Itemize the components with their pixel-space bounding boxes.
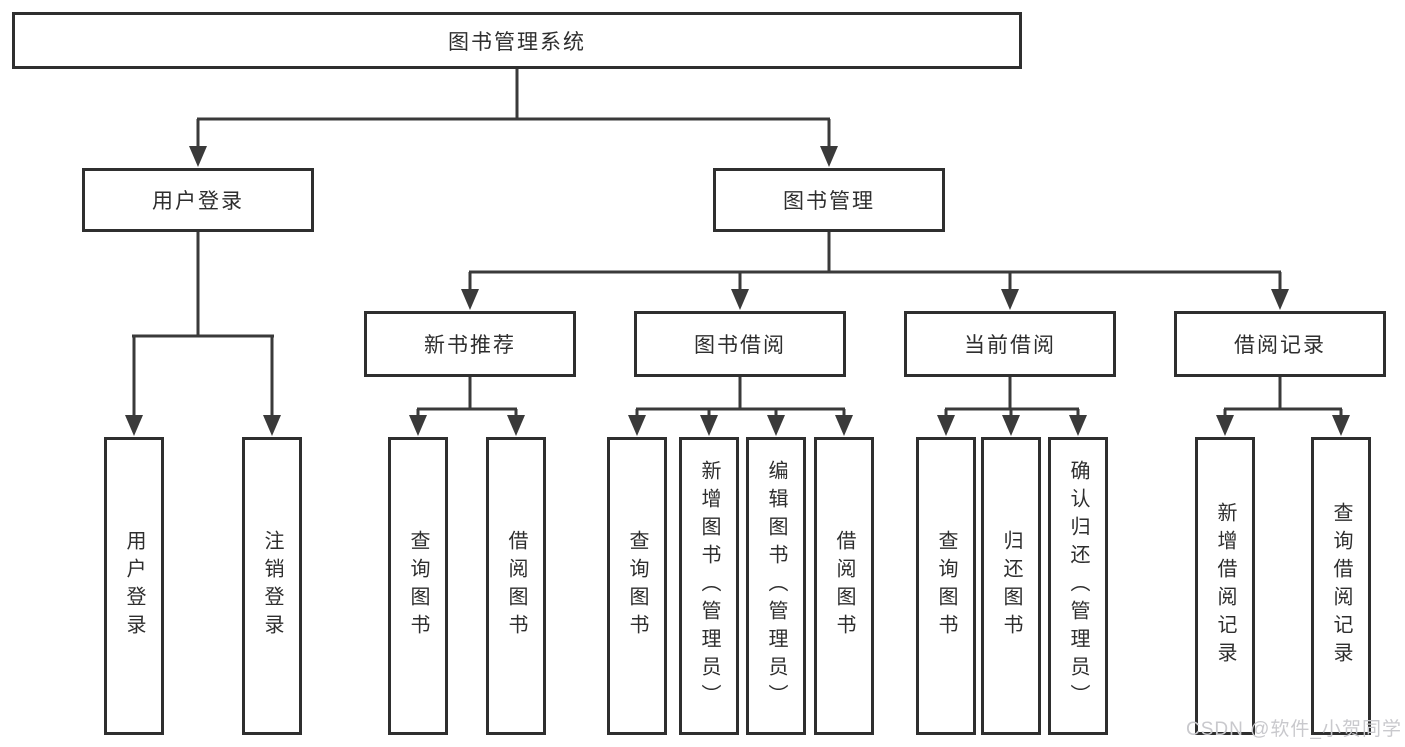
node-library-management-system: 图书管理系统 <box>12 12 1022 69</box>
node-label: 注销登录 <box>261 530 283 642</box>
node-label: 新书推荐 <box>424 334 516 357</box>
leaf-borrow-books: 借阅图书 <box>814 437 874 735</box>
node-label: 新增借阅记录 <box>1214 502 1236 670</box>
node-current-borrowing: 当前借阅 <box>904 311 1116 377</box>
node-new-book-recommend: 新书推荐 <box>364 311 576 377</box>
node-label: 用户登录 <box>152 190 244 213</box>
node-label: 查询图书 <box>935 530 957 642</box>
leaf-query-books-current: 查询图书 <box>916 437 976 735</box>
leaf-return-book: 归还图书 <box>981 437 1041 735</box>
leaf-query-borrow-record: 查询借阅记录 <box>1311 437 1371 735</box>
leaf-query-books-borrow: 查询图书 <box>607 437 667 735</box>
node-book-management: 图书管理 <box>713 168 945 232</box>
leaf-edit-book-admin: 编辑图书（管理员） <box>746 437 806 735</box>
leaf-add-book-admin: 新增图书（管理员） <box>679 437 739 735</box>
node-borrowing-records: 借阅记录 <box>1174 311 1386 377</box>
node-user-login: 用户登录 <box>82 168 314 232</box>
node-label: 新增图书（管理员） <box>698 460 720 712</box>
leaf-confirm-return-admin: 确认归还（管理员） <box>1048 437 1108 735</box>
node-label: 图书管理系统 <box>448 30 586 54</box>
leaf-borrow-books-recommend: 借阅图书 <box>486 437 546 735</box>
node-label: 图书管理 <box>783 190 875 213</box>
node-book-borrowing: 图书借阅 <box>634 311 846 377</box>
node-label: 编辑图书（管理员） <box>765 460 787 712</box>
node-label: 当前借阅 <box>964 334 1056 357</box>
node-label: 查询图书 <box>626 530 648 642</box>
node-label: 用户登录 <box>123 530 145 642</box>
leaf-user-login: 用户登录 <box>104 437 164 735</box>
node-label: 查询图书 <box>407 530 429 642</box>
leaf-query-books-recommend: 查询图书 <box>388 437 448 735</box>
csdn-watermark: CSDN @软件_小贺同学 <box>1186 719 1402 740</box>
node-label: 归还图书 <box>1000 530 1022 642</box>
leaf-add-borrow-record: 新增借阅记录 <box>1195 437 1255 735</box>
leaf-logout: 注销登录 <box>242 437 302 735</box>
node-label: 查询借阅记录 <box>1330 502 1352 670</box>
node-label: 确认归还（管理员） <box>1067 460 1089 712</box>
node-label: 借阅图书 <box>505 530 527 642</box>
node-label: 借阅记录 <box>1234 334 1326 357</box>
node-label: 图书借阅 <box>694 334 786 357</box>
node-label: 借阅图书 <box>833 530 855 642</box>
